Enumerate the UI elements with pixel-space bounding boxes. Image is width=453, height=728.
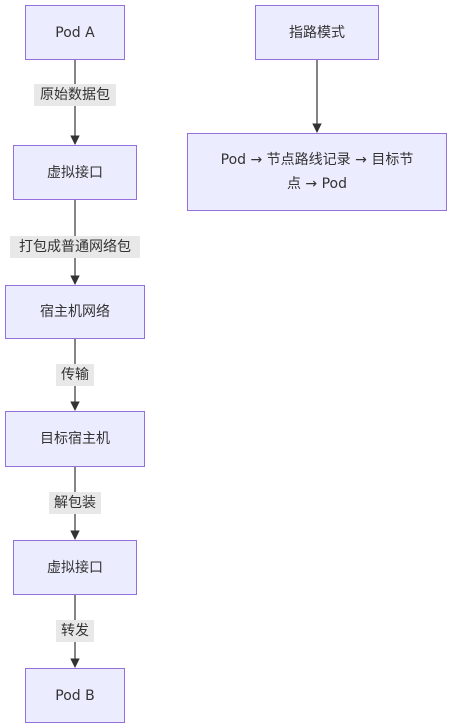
node-target-host-label: 目标宿主机 (40, 431, 110, 447)
node-route-description-label: Pod → 节点路线记录 → 目标节点 → Pod (220, 152, 414, 192)
node-host-network-label: 宿主机网络 (40, 304, 110, 320)
edge-label-transmit-text: 传输 (61, 367, 89, 383)
edge-label-forward-text: 转发 (61, 623, 89, 639)
edge-label-raw-packet-text: 原始数据包 (40, 87, 110, 103)
node-host-network: 宿主机网络 (5, 285, 145, 339)
node-pod-a-label: Pod A (55, 24, 95, 41)
edge-label-transmit: 传输 (56, 364, 94, 386)
edge-label-decapsulate: 解包装 (49, 492, 101, 514)
node-pod-b-label: Pod B (55, 687, 95, 704)
node-route-mode: 指路模式 (255, 5, 379, 60)
edge-label-forward: 转发 (56, 620, 94, 642)
node-virtual-interface-2-label: 虚拟接口 (47, 559, 103, 576)
edge-label-encapsulate-text: 打包成普通网络包 (19, 239, 131, 255)
node-route-description: Pod → 节点路线记录 → 目标节点 → Pod (187, 133, 447, 211)
node-pod-b: Pod B (25, 668, 125, 723)
node-virtual-interface-2: 虚拟接口 (13, 540, 137, 595)
edge-label-raw-packet: 原始数据包 (34, 84, 116, 106)
edge-label-decapsulate-text: 解包装 (54, 495, 96, 511)
node-virtual-interface-1-label: 虚拟接口 (47, 164, 103, 181)
node-pod-a: Pod A (25, 5, 125, 60)
node-route-mode-label: 指路模式 (289, 24, 345, 41)
node-target-host: 目标宿主机 (5, 411, 145, 467)
node-virtual-interface-1: 虚拟接口 (13, 145, 137, 200)
edge-label-encapsulate: 打包成普通网络包 (10, 236, 140, 258)
